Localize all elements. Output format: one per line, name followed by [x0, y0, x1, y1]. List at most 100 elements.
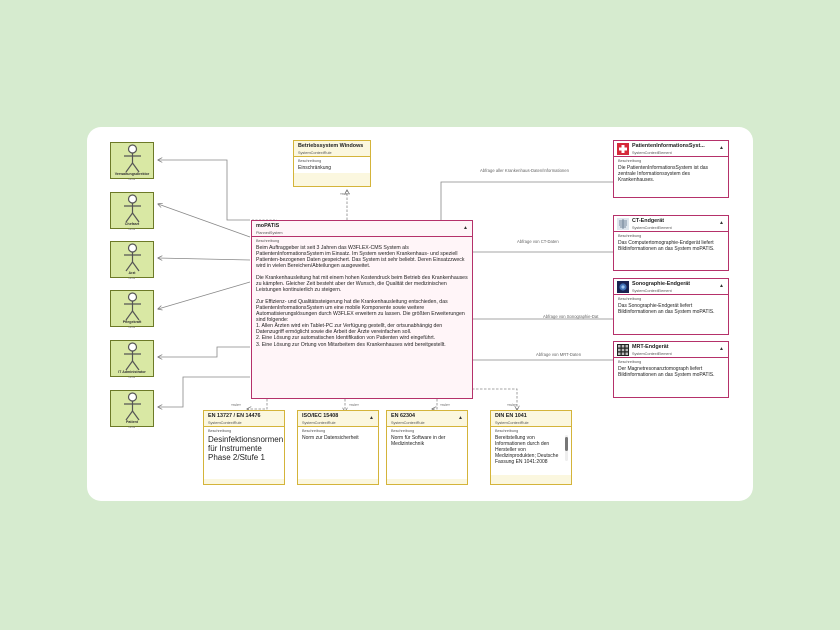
box-title: EN 13727 / EN 14476	[208, 413, 261, 419]
box-stereotype: SystemContextElement	[632, 352, 672, 356]
rule-en62304	[432, 399, 438, 409]
actor-stereotype: Actor	[128, 425, 136, 429]
assoc-pflegekraft	[158, 281, 251, 309]
actor-name: IT Administrator	[118, 370, 146, 374]
box-label: Beschreibung	[298, 159, 322, 163]
box-text: Das Sonographie-Endgerät liefert Bildinf…	[618, 303, 715, 316]
element-box-sono[interactable]: Sonographie-Endgerät SystemContextElemen…	[613, 278, 729, 335]
conn-label-pis: Abfrage aller Krankenhaus-Daten/Informat…	[480, 168, 569, 173]
conn-label-mrt: Abfrage von MRT-Daten	[536, 352, 582, 357]
conn-label-ct: Abfrage von CT-Daten	[517, 239, 559, 244]
box-title: moPATIS	[256, 223, 280, 229]
assoc-verwaltungsdirektor	[158, 160, 250, 221]
conn-label-sono: Abfrage von Sonographie-Dat	[543, 314, 599, 319]
element-box-ct[interactable]: CT-Endgerät SystemContextElement ▲ Besch…	[613, 215, 729, 271]
box-label: Beschreibung	[618, 297, 642, 301]
box-title: ISO/IEC 15408	[302, 413, 339, 419]
collapse-triangle-icon[interactable]: ▲	[719, 220, 724, 226]
rule-stereotype-label: «rule»	[340, 192, 350, 196]
box-title: MRT-Endgerät	[632, 344, 669, 350]
box-stereotype: SystemContextElement	[632, 226, 672, 230]
connector-lines	[87, 127, 613, 501]
actor-stereotype: Actor	[128, 375, 136, 379]
rule-box-betriebssystem[interactable]: Betriebssystem Windows SystemContextRule…	[293, 140, 371, 187]
box-label: Beschreibung	[208, 429, 232, 433]
assoc-patient	[158, 376, 250, 407]
xray-icon	[617, 218, 629, 230]
rule-stereotype-label: «rule»	[507, 403, 517, 407]
actor-arzt[interactable]: Arzt Actor	[110, 241, 154, 280]
actor-stereotype: Actor	[128, 276, 136, 280]
collapse-triangle-icon[interactable]: ▲	[719, 283, 724, 289]
actor-pflegekraft[interactable]: Pflegekraft Actor	[110, 290, 154, 329]
actor-name: Pflegekraft	[122, 320, 142, 324]
actor-patient[interactable]: Patient Actor	[110, 390, 154, 429]
actor-name: Arzt	[128, 271, 136, 275]
assoc-it-admin	[158, 346, 250, 357]
rule-stereotype-label: «rule»	[440, 403, 450, 407]
collapse-triangle-icon[interactable]: ▲	[719, 145, 724, 151]
rule-box-en13727[interactable]: EN 13727 / EN 14476 SystemContextRule Be…	[203, 410, 285, 485]
box-title: DIN EN 1041	[495, 413, 527, 419]
box-label: Beschreibung	[618, 234, 642, 238]
collapse-triangle-icon[interactable]: ▲	[458, 415, 463, 421]
element-box-mrt[interactable]: MRT-Endgerät SystemContextElement ▲ Besc…	[613, 341, 729, 398]
element-box-pis[interactable]: PatientenInformationsSyst... SystemConte…	[613, 140, 729, 198]
red-cross-icon	[617, 143, 629, 155]
box-title: CT-Endgerät	[632, 218, 665, 224]
stick-figure-icon	[124, 144, 141, 173]
rule-stereotype-label: «rule»	[349, 403, 359, 407]
text-scrollbar[interactable]	[565, 435, 568, 461]
box-label: Beschreibung	[256, 239, 280, 243]
box-stereotype: SystemContextElement	[632, 151, 672, 155]
box-text: Einschränkung	[298, 165, 332, 171]
rule-box-iso15408[interactable]: ISO/IEC 15408 SystemContextRule ▲ Beschr…	[297, 410, 379, 485]
actor-name: Chefarzt	[124, 222, 140, 226]
box-label: Beschreibung	[618, 159, 642, 163]
stick-figure-icon	[124, 243, 141, 272]
box-text: Beim Auftraggeber ist seit 3 Jahren das …	[256, 245, 468, 348]
box-stereotype: SystemContextRule	[302, 421, 336, 425]
box-stereotype: SystemContextRule	[208, 421, 242, 425]
main-system-box[interactable]: moPATIS PlannedSystem ▲ Beschreibung Bei…	[251, 220, 473, 399]
diagram-canvas: Verwaltungsdirektor Actor Chefarzt Actor…	[87, 127, 753, 501]
box-stereotype: PlannedSystem	[256, 231, 283, 235]
box-text: Der Magnetresonanztomograph liefert Bild…	[618, 366, 715, 379]
rule-en13727	[247, 399, 268, 409]
ultrasound-icon	[617, 281, 629, 293]
collapse-triangle-icon[interactable]: ▲	[463, 225, 468, 231]
box-title: Betriebssystem Windows	[298, 143, 364, 149]
rule-box-en62304[interactable]: EN 62304 SystemContextRule ▲ Beschreibun…	[386, 410, 468, 485]
mri-icon	[617, 344, 629, 356]
scrollbar-thumb[interactable]	[565, 437, 568, 451]
box-text: Norm zur Datensicherheit	[302, 435, 359, 441]
box-label: Beschreibung	[495, 429, 519, 433]
actor-stereotype: Actor	[128, 325, 136, 329]
stick-figure-icon	[124, 342, 141, 371]
box-stereotype: SystemContextRule	[391, 421, 425, 425]
box-text: Bereitstellung von Informationen durch d…	[495, 435, 559, 466]
conn-pis	[440, 181, 613, 220]
stick-figure-icon	[124, 194, 141, 223]
collapse-triangle-icon[interactable]: ▲	[719, 346, 724, 352]
box-title: Sonographie-Endgerät	[632, 281, 691, 287]
stick-figure-icon	[124, 392, 141, 421]
box-text: Die PatientenInformationsSystem ist das …	[618, 165, 709, 184]
box-text: Norm für Software in der Medizintechnik	[391, 435, 446, 448]
actor-it-administrator[interactable]: IT Administrator Actor	[110, 340, 154, 379]
actor-stereotype: Actor	[128, 177, 136, 181]
rule-box-din1041[interactable]: DIN EN 1041 SystemContextRule Beschreibu…	[490, 410, 572, 485]
box-stereotype: SystemContextRule	[495, 421, 529, 425]
box-stereotype: SystemContextRule	[298, 151, 332, 155]
rule-din	[472, 388, 517, 410]
assoc-arzt	[158, 258, 251, 260]
rule-stereotype-label: «rule»	[231, 403, 241, 407]
box-title: PatientenInformationsSyst...	[632, 143, 705, 149]
actor-verwaltungsdirektor[interactable]: Verwaltungsdirektor Actor	[110, 142, 154, 181]
box-label: Beschreibung	[618, 360, 642, 364]
actor-name: Verwaltungsdirektor	[114, 172, 150, 176]
box-label: Beschreibung	[302, 429, 326, 433]
collapse-triangle-icon[interactable]: ▲	[369, 415, 374, 421]
actor-chefarzt[interactable]: Chefarzt Actor	[110, 192, 154, 231]
actor-stereotype: Actor	[128, 227, 136, 231]
